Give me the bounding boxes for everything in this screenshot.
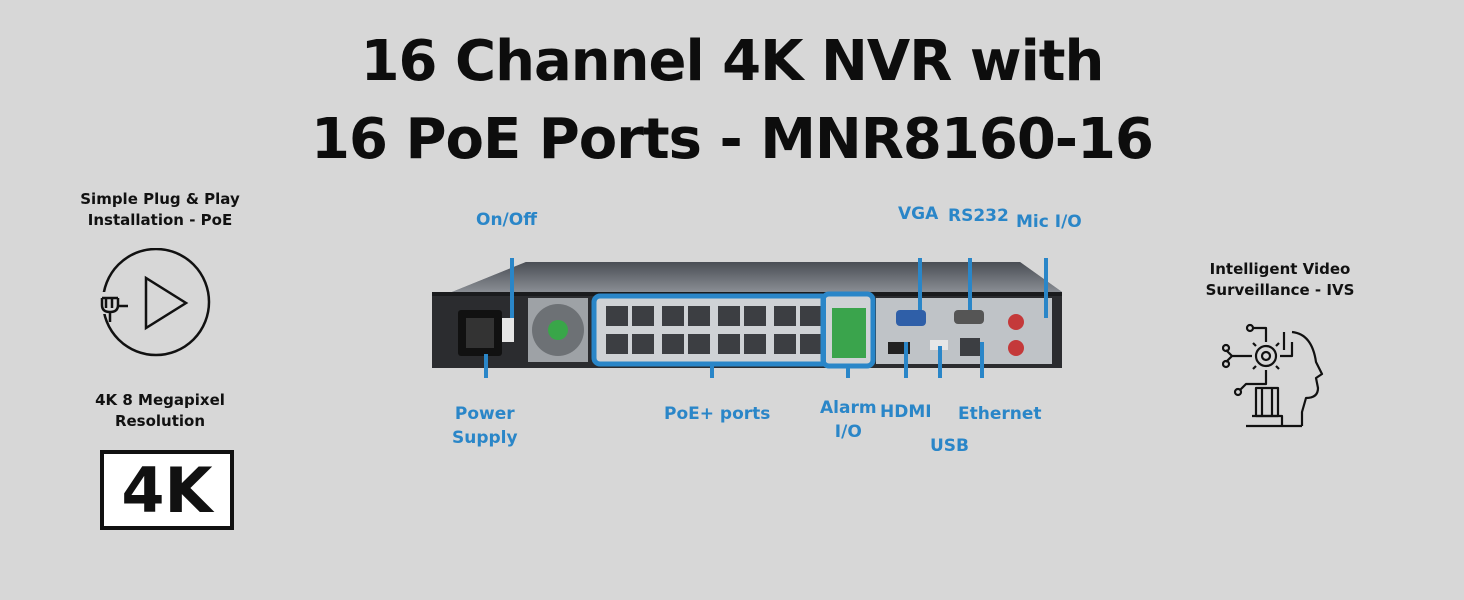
callout-mic-io: Mic I/O (1016, 212, 1082, 232)
plug-play-icon (96, 248, 211, 357)
callout-vga: VGA (898, 204, 939, 224)
callout-ethernet: Ethernet (958, 404, 1042, 424)
4k-badge: 4K (100, 450, 234, 530)
callout-alarm-io: Alarm I/O (820, 398, 877, 442)
callout-power-supply: Power Supply (452, 404, 518, 448)
callout-rs232: RS232 (948, 206, 1009, 226)
feature-resolution-label: 4K 8 Megapixel Resolution (95, 391, 225, 430)
callout-poe-ports: PoE+ ports (664, 404, 771, 424)
nvr-device-image (432, 258, 1062, 378)
page-title-line1: 16 Channel 4K NVR with (360, 29, 1105, 94)
feature-ivs-label: Intelligent Video Surveillance - IVS (1205, 260, 1355, 299)
callout-on-off: On/Off (476, 210, 537, 230)
callout-usb: USB (930, 436, 970, 456)
ai-head-gear-icon (1222, 323, 1324, 428)
feature-plug-play-label: Simple Plug & Play Installation - PoE (80, 190, 240, 229)
callout-hdmi: HDMI (880, 402, 932, 422)
page-title-line2: 16 PoE Ports - MNR8160-16 (311, 107, 1154, 172)
